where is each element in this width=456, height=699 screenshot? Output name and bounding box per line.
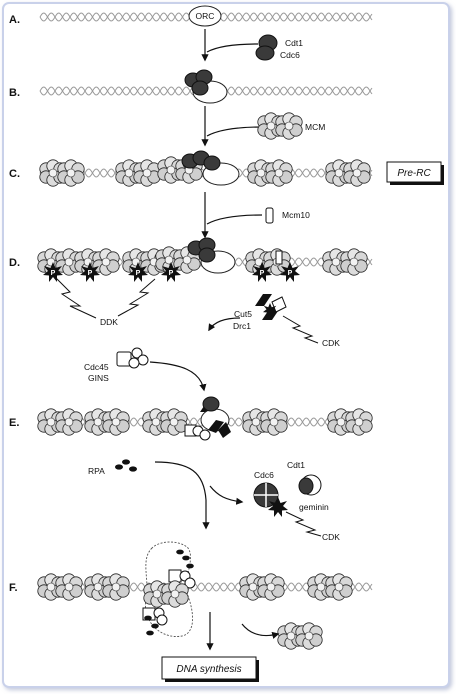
rpa-proteins [115, 459, 137, 472]
dna-synthesis-box: DNA synthesis [161, 656, 259, 682]
phospho-label: P [169, 270, 174, 277]
rpa-label: RPA [88, 466, 105, 476]
mcm-c-4 [248, 160, 292, 186]
cdc6-label: Cdc6 [280, 50, 300, 60]
mcm-free [258, 113, 302, 139]
ddk-lightning-right [117, 278, 156, 317]
orc-complex-d [187, 237, 236, 274]
mcm-e-1 [38, 409, 82, 435]
mcm-f-2 [85, 574, 129, 600]
cdt1-geminin-complex [298, 474, 322, 496]
rpa-on-ssdna [144, 549, 194, 636]
cut5-label: Cut5 [234, 309, 252, 319]
mcm-label: MCM [305, 122, 325, 132]
pre-rc-label: Pre-RC [397, 168, 431, 179]
initiation-complex-e [184, 396, 231, 441]
mcm-c-1 [40, 160, 84, 186]
drc1-label: Drc1 [233, 321, 251, 331]
phospho-mark-1: P [43, 262, 63, 282]
phospho-mark-2: P [80, 262, 100, 282]
phospho-mark-5: P [252, 262, 272, 282]
step-label-f: F. [9, 582, 18, 594]
step-label-c: C. [9, 168, 20, 180]
ddk-label: DDK [100, 317, 118, 327]
mcm-d-1 [38, 249, 82, 275]
mcm10-bound-2 [275, 250, 283, 265]
mcm-e-5 [328, 409, 372, 435]
orc-label: ORC [196, 11, 215, 21]
arrow-e-f [154, 461, 210, 530]
phospho-label: P [88, 270, 93, 277]
arrow-cdt1-in [206, 43, 259, 53]
cdt1-late-label: Cdt1 [287, 460, 305, 470]
arrow-disassembly [209, 485, 244, 505]
arrow-cdc45-e [149, 361, 207, 392]
replication-fork-f [142, 541, 196, 637]
mcm-f-3 [240, 574, 284, 600]
cdc6-degradation [253, 482, 279, 508]
mcm-c-5 [326, 160, 370, 186]
mcm-e-4 [243, 409, 287, 435]
step-label-a: A. [9, 14, 20, 26]
cdk-late-label: CDK [322, 532, 340, 542]
cdc45-label: Cdc45 [84, 362, 109, 372]
arrow-release [241, 623, 280, 639]
cdc45-gins-complex [116, 347, 149, 369]
mcm-f-1 [38, 574, 82, 600]
phospho-mark-6: P [280, 262, 300, 282]
phospho-label: P [260, 270, 265, 277]
arrow-mcm-in [206, 126, 263, 137]
orc-cdc6-complex-b [184, 69, 228, 104]
phospho-label: P [136, 270, 141, 277]
phospho-mark-3: P [128, 262, 148, 282]
pre-rc-complex-c [181, 150, 240, 186]
arrow-mcm10-in [206, 214, 263, 225]
cdk-lightning-e [285, 511, 322, 537]
arrow-d-cdc45 [208, 317, 241, 332]
cdt1-label: Cdt1 [285, 38, 303, 48]
mcm-e-2 [85, 409, 129, 435]
mcm-c-2 [116, 160, 160, 186]
phospho-label: P [288, 270, 293, 277]
cdk-lightning-d [282, 315, 319, 344]
pre-rc-box: Pre-RC [386, 161, 444, 185]
step-label-d: D. [9, 257, 20, 269]
mcm-d-5 [246, 249, 290, 275]
gins-label: GINS [88, 373, 109, 383]
mcm-d-2 [75, 249, 119, 275]
geminin-label: geminin [299, 502, 329, 512]
cdt1-cdc6-proteins [255, 34, 278, 61]
mcm10-label: Mcm10 [282, 210, 310, 220]
cdc6-late-label: Cdc6 [254, 470, 274, 480]
mcm-released [278, 623, 322, 649]
dna-synthesis-label: DNA synthesis [176, 664, 241, 675]
mcm10-protein [265, 207, 274, 224]
phospho-label: P [51, 270, 56, 277]
mcm-e-3 [143, 409, 187, 435]
mcm-d-6 [323, 249, 367, 275]
mcm-f-4 [308, 574, 352, 600]
phospho-mark-4: P [161, 262, 181, 282]
cdk-label: CDK [322, 338, 340, 348]
step-label-b: B. [9, 87, 20, 99]
orc-complex: ORC [188, 5, 222, 27]
step-label-e: E. [9, 417, 19, 429]
ddk-lightning-left [54, 276, 97, 319]
